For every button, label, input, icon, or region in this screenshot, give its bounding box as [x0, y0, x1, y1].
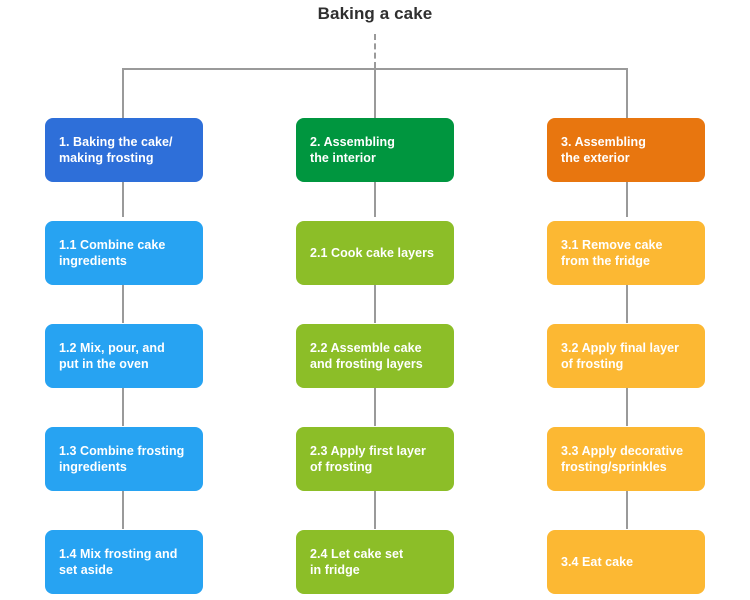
node-label: 2.2 Assemble cake and frosting layers: [310, 341, 423, 371]
node-connector-2-4: [374, 491, 376, 529]
node-connector-3-3: [626, 388, 628, 426]
node-column-1-step-1[interactable]: 1.1 Combine cake ingredients: [45, 221, 203, 285]
node-label: 2. Assembling the interior: [310, 135, 395, 165]
node-connector-1-1: [122, 182, 124, 217]
branch-leg-column-3: [626, 68, 628, 118]
node-column-3-step-1[interactable]: 3.1 Remove cake from the fridge: [547, 221, 705, 285]
node-column-1-step-2[interactable]: 1.2 Mix, pour, and put in the oven: [45, 324, 203, 388]
node-label: 3.4 Eat cake: [561, 555, 634, 569]
node-label: 1. Baking the cake/ making frosting: [59, 135, 173, 165]
branch-leg-column-2: [374, 68, 376, 118]
node-column-3-header[interactable]: 3. Assembling the exterior: [547, 118, 705, 182]
node-label: 1.1 Combine cake ingredients: [59, 238, 166, 268]
node-label: 1.3 Combine frosting ingredients: [59, 444, 185, 474]
node-label: 2.4 Let cake set in fridge: [310, 547, 404, 577]
node-connector-1-3: [122, 388, 124, 426]
node-connector-1-2: [122, 285, 124, 323]
node-connector-3-1: [626, 182, 628, 217]
node-column-1-step-3[interactable]: 1.3 Combine frosting ingredients: [45, 427, 203, 491]
node-label: 3.3 Apply decorative frosting/sprinkles: [561, 444, 684, 474]
node-column-1-header[interactable]: 1. Baking the cake/ making frosting: [45, 118, 203, 182]
node-column-2-step-1[interactable]: 2.1 Cook cake layers: [296, 221, 454, 285]
node-connector-2-3: [374, 388, 376, 426]
node-column-2-step-3[interactable]: 2.3 Apply first layer of frosting: [296, 427, 454, 491]
node-column-3-step-4[interactable]: 3.4 Eat cake: [547, 530, 705, 594]
node-label: 1.4 Mix frosting and set aside: [59, 547, 178, 577]
node-label: 3.2 Apply final layer of frosting: [561, 341, 679, 371]
node-label: 3.1 Remove cake from the fridge: [561, 238, 663, 268]
node-connector-3-2: [626, 285, 628, 323]
node-column-3-step-3[interactable]: 3.3 Apply decorative frosting/sprinkles: [547, 427, 705, 491]
node-connector-2-1: [374, 182, 376, 217]
node-connector-2-2: [374, 285, 376, 323]
node-column-3-step-2[interactable]: 3.2 Apply final layer of frosting: [547, 324, 705, 388]
title-dashed-connector: [374, 34, 376, 68]
branch-leg-column-1: [122, 68, 124, 118]
node-label: 1.2 Mix, pour, and put in the oven: [59, 341, 165, 371]
node-label: 3. Assembling the exterior: [561, 135, 646, 165]
node-column-1-step-4[interactable]: 1.4 Mix frosting and set aside: [45, 530, 203, 594]
node-column-2-header[interactable]: 2. Assembling the interior: [296, 118, 454, 182]
node-connector-1-4: [122, 491, 124, 529]
node-label: 2.1 Cook cake layers: [310, 246, 434, 260]
node-column-2-step-4[interactable]: 2.4 Let cake set in fridge: [296, 530, 454, 594]
node-connector-3-4: [626, 491, 628, 529]
node-column-2-step-2[interactable]: 2.2 Assemble cake and frosting layers: [296, 324, 454, 388]
page-title: Baking a cake: [317, 4, 433, 23]
node-label: 2.3 Apply first layer of frosting: [310, 444, 426, 474]
